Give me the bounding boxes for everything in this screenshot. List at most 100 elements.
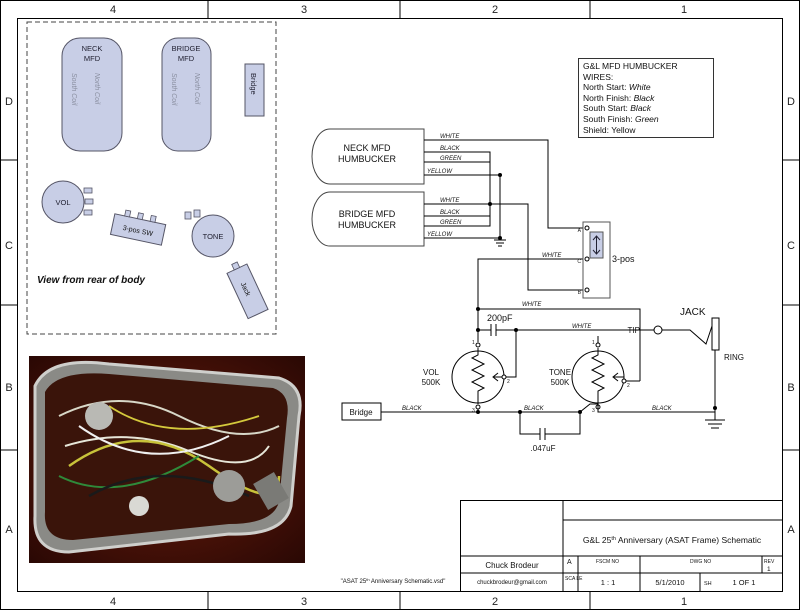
author-email: chuckbrodeur@gmail.com	[477, 580, 547, 586]
bridge-pickup-title: BRIDGE	[172, 44, 201, 53]
frame-row-label: A	[787, 524, 795, 536]
switch-pin-label: B	[578, 290, 582, 296]
tip-label: TIP	[628, 326, 640, 335]
tone-pin-label: 3	[592, 408, 595, 414]
vol-pin-label: 2	[507, 379, 510, 385]
wire-label: WHITE	[542, 253, 562, 259]
frame-row-label: B	[787, 382, 794, 394]
neck-humbucker-symbol	[311, 128, 425, 185]
schematic-labels: NECK MFD HUMBUCKER BRIDGE MFD HUMBUCKER …	[338, 134, 744, 453]
size-header: A	[567, 559, 572, 566]
frame-row-label: C	[5, 240, 13, 252]
rear-switch: 3-pos SW	[109, 209, 167, 246]
date-value: 5/1/2010	[655, 578, 684, 587]
frame-labels: 4 3 2 1 4 3 2 1 D C B A D C B A	[5, 4, 795, 608]
legend-title: G&L MFD HUMBUCKER WIRES:	[583, 61, 678, 82]
switch-pin-label: C	[577, 259, 581, 265]
wire-label: WHITE	[440, 198, 460, 204]
tone-pin-label: 1	[592, 340, 595, 346]
neck-pickup-title: MFD	[84, 54, 101, 63]
wire-label: GREEN	[440, 156, 462, 162]
wire-label: YELLOW	[427, 169, 453, 175]
rear-view-panel: NECK MFD North Coil South Coil BRIDGE MF…	[26, 21, 277, 335]
rear-jack: Jack	[226, 261, 269, 320]
rear-tone-label: TONE	[203, 232, 224, 241]
frame-col-label: 2	[492, 4, 498, 16]
wire-label: BLACK	[402, 406, 423, 412]
frame-row-label: D	[5, 96, 13, 108]
rev-value: 1	[767, 566, 771, 573]
frame-row-label: B	[5, 382, 12, 394]
wire-label: YELLOW	[427, 232, 453, 238]
frame-col-label: 3	[301, 596, 307, 608]
wiring-cavity-photo	[29, 356, 305, 563]
rear-vol-pot: VOL	[41, 180, 94, 224]
frame-row-label: A	[5, 524, 13, 536]
dwg-header: DWG NO	[690, 559, 711, 565]
scale-value: 1 : 1	[601, 578, 616, 587]
vol-pin-label: 1	[472, 340, 475, 346]
junction-dots	[476, 173, 717, 414]
tone-pot-value: 500K	[551, 378, 570, 387]
tone-pot-symbol	[571, 336, 640, 410]
jack-tip-terminal	[653, 325, 663, 335]
bridge-north-coil-label: North Coil	[193, 73, 200, 105]
rear-tone-pot: TONE	[184, 209, 235, 258]
title-block	[460, 500, 783, 592]
legend-row: Shield: Yellow	[583, 124, 636, 135]
schematic-bridge-label: Bridge	[349, 408, 373, 417]
schematic	[311, 128, 725, 440]
vol-pot-value: 500K	[422, 378, 441, 387]
scale-header: SCA LE	[565, 576, 583, 582]
frame-row-label: D	[787, 96, 795, 108]
wire-label: WHITE	[522, 302, 542, 308]
frame-col-label: 4	[110, 596, 116, 608]
drawing-title: G&L 25th Anniversary (ASAT Frame) Schema…	[583, 535, 762, 545]
neck-humbucker-label: NECK MFD	[344, 143, 392, 153]
tone-pot-label: TONE	[549, 368, 571, 377]
vol-pin-label: 3	[472, 408, 475, 414]
rear-view-caption: View from rear of body	[37, 275, 145, 286]
wire-color-legend: G&L MFD HUMBUCKER WIRES: North Start: Wh…	[578, 58, 714, 139]
switch-symbol	[582, 221, 611, 299]
wire-label: BLACK	[440, 146, 461, 152]
frame-col-label: 4	[110, 4, 116, 16]
legend-row: North Start: White	[583, 82, 651, 93]
rear-bridge-label: Bridge	[249, 73, 258, 95]
jack-ring-contact	[711, 317, 720, 351]
frame-col-label: 3	[301, 4, 307, 16]
wire-label: BLACK	[440, 210, 461, 216]
frame-col-label: 1	[681, 4, 687, 16]
wire-label: WHITE	[572, 324, 592, 330]
bridge-pickup-title: MFD	[178, 54, 195, 63]
bridge-humbucker-label: HUMBUCKER	[338, 220, 397, 230]
wire-label: GREEN	[440, 220, 462, 226]
rear-vol-label: VOL	[55, 198, 70, 207]
bridge-humbucker-label: BRIDGE MFD	[339, 209, 396, 219]
file-name: "ASAT 25th Anniversary Schematic.vsd"	[341, 577, 446, 585]
photo-illustration	[29, 356, 305, 563]
wire-label: BLACK	[524, 406, 545, 412]
bottom-cap-label: .047uF	[531, 444, 556, 453]
sheet-header: SH	[704, 581, 712, 587]
author-name: Chuck Brodeur	[485, 561, 539, 570]
top-cap-label: 200pF	[487, 313, 513, 323]
rev-header: REV	[764, 559, 775, 565]
bridge-humbucker-symbol	[311, 191, 425, 247]
ring-label: RING	[724, 353, 744, 362]
frame-row-label: C	[787, 240, 795, 252]
schematic-bridge-box: Bridge	[341, 402, 382, 421]
neck-north-coil-label: North Coil	[93, 73, 100, 105]
vol-pot-label: VOL	[423, 368, 440, 377]
title-block-text: G&L 25th Anniversary (ASAT Frame) Schema…	[341, 535, 775, 587]
jack-label: JACK	[680, 307, 706, 318]
neck-humbucker-label: HUMBUCKER	[338, 154, 397, 164]
frame-col-label: 1	[681, 596, 687, 608]
wire-label: WHITE	[440, 134, 460, 140]
frame-col-label: 2	[492, 596, 498, 608]
neck-pickup-outline: NECK MFD North Coil South Coil	[61, 37, 123, 152]
switch-label: 3-pos	[612, 254, 635, 264]
rear-bridge-box: Bridge	[244, 63, 265, 117]
